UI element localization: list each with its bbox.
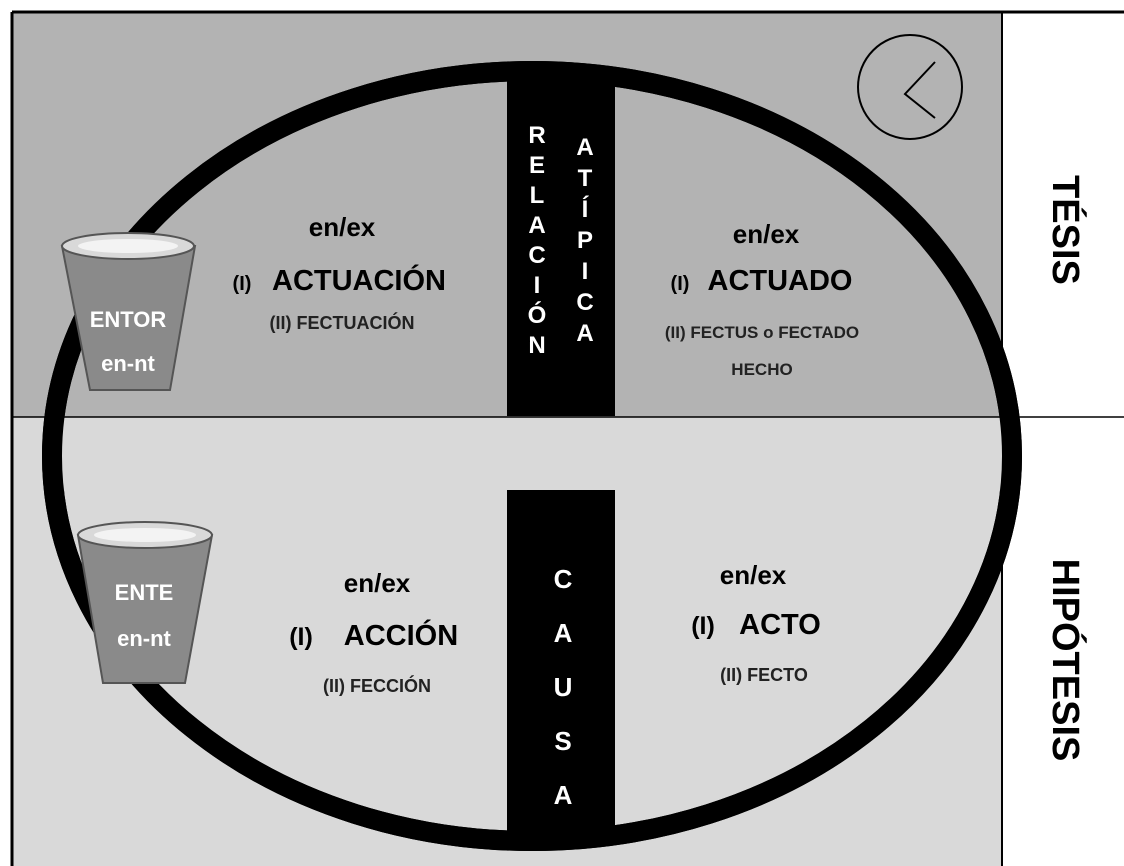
causa-letter: S bbox=[554, 726, 571, 756]
bottom-left-secondary: (II) FECCIÓN bbox=[323, 675, 431, 696]
top-right-secondary: (II) FECTUS o FECTADO bbox=[665, 323, 859, 342]
causa-letter: A bbox=[554, 780, 573, 810]
entor-sublabel: en-nt bbox=[101, 351, 155, 376]
atipica-letter: P bbox=[577, 227, 593, 254]
relacion-letter: N bbox=[528, 332, 545, 359]
top-right-main: ACTUADO bbox=[708, 265, 853, 297]
atipica-letter: Í bbox=[582, 195, 590, 223]
bottom-left-num1: (I) bbox=[289, 623, 313, 651]
entor-cup-icon bbox=[60, 232, 197, 391]
top-right-num1: (I) bbox=[671, 273, 690, 295]
tesis-label: TÉSIS bbox=[1044, 175, 1088, 285]
atipica-letter: A bbox=[576, 134, 593, 161]
relacion-letter: L bbox=[530, 182, 545, 209]
entor-label: ENTOR bbox=[90, 307, 167, 332]
atipica-letter: T bbox=[578, 165, 593, 192]
top-left-prefix: en/ex bbox=[309, 212, 376, 242]
atipica-letter: I bbox=[582, 258, 589, 285]
middle-band bbox=[62, 418, 1002, 490]
ente-sublabel: en-nt bbox=[117, 626, 171, 651]
ente-label: ENTE bbox=[115, 580, 174, 605]
atipica-letter: C bbox=[576, 289, 593, 316]
ente-cup-icon bbox=[76, 521, 214, 684]
top-left-main: ACTUACIÓN bbox=[272, 263, 446, 297]
relacion-letter: R bbox=[528, 122, 545, 149]
bottom-left-main: ACCIÓN bbox=[344, 618, 458, 652]
top-right-tertiary: HECHO bbox=[731, 360, 792, 379]
top-left-secondary: (II) FECTUACIÓN bbox=[270, 312, 415, 333]
causa-bar bbox=[507, 490, 615, 835]
relacion-letter: I bbox=[534, 272, 541, 299]
relacion-letter: E bbox=[529, 152, 545, 179]
relacion-letter: A bbox=[528, 212, 545, 239]
bottom-right-num1: (I) bbox=[691, 612, 715, 640]
hipotesis-label: HIPÓTESIS bbox=[1044, 559, 1088, 762]
causa-letter: A bbox=[554, 618, 573, 648]
clock-icon bbox=[857, 34, 963, 140]
top-left-num1: (I) bbox=[233, 273, 252, 295]
main-ellipse-outline bbox=[42, 61, 1022, 851]
causa-letter: U bbox=[554, 672, 573, 702]
atipica-letter: A bbox=[576, 320, 593, 347]
relacion-letter: Ó bbox=[528, 301, 547, 329]
bottom-left-prefix: en/ex bbox=[344, 568, 411, 598]
causa-letter: C bbox=[554, 564, 573, 594]
relacion-letter: C bbox=[528, 242, 545, 269]
bottom-right-secondary: (II) FECTO bbox=[720, 665, 808, 685]
bottom-right-prefix: en/ex bbox=[720, 560, 787, 590]
relacion-atipica-bar bbox=[507, 78, 615, 416]
bottom-right-main: ACTO bbox=[739, 609, 821, 641]
top-right-prefix: en/ex bbox=[733, 219, 800, 249]
